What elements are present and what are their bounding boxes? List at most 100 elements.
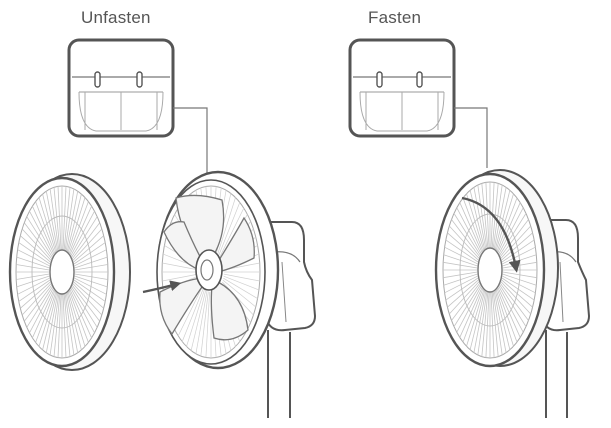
grille-spoke: [447, 232, 480, 262]
grille-spoke: [57, 293, 62, 358]
grille-spoke: [223, 275, 260, 291]
grille-spoke: [477, 184, 488, 249]
grille-spoke: [459, 286, 483, 338]
grille-spoke: [70, 216, 98, 259]
grille-spoke: [451, 282, 481, 321]
grille-spoke: [495, 288, 514, 347]
grille-spoke: [70, 287, 95, 333]
grille-spoke: [223, 273, 260, 282]
fasten-panel: [348, 38, 591, 418]
grille-spoke: [72, 280, 104, 309]
grille-spoke: [500, 232, 533, 262]
grille-spoke: [68, 289, 89, 343]
support-pole-icon: [267, 330, 291, 418]
grille-spoke: [501, 246, 536, 265]
grille-spoke: [453, 213, 482, 257]
fan-hub-icon: [195, 249, 223, 291]
grille-spoke: [495, 193, 514, 252]
grille-spoke: [42, 291, 58, 350]
grille-spoke: [451, 219, 481, 258]
grille-spoke: [67, 197, 86, 254]
front-grille-detached: [8, 173, 131, 371]
grille-spoke: [18, 279, 51, 302]
grille-spoke: [492, 184, 503, 249]
grille-spoke: [473, 187, 487, 250]
grille-spoke: [71, 284, 101, 322]
grille-spoke: [444, 275, 479, 294]
grille-spoke: [181, 288, 204, 342]
grille-spoke: [70, 285, 98, 328]
grille-spoke: [491, 291, 499, 357]
grille-spoke: [447, 278, 480, 308]
grille-spoke: [71, 222, 101, 260]
grille-spoke: [73, 242, 106, 265]
grille-spoke: [64, 188, 75, 251]
grille-spoke: [72, 228, 103, 262]
grille-spoke: [26, 216, 54, 259]
grille-spoke: [205, 291, 210, 358]
push-arrow-icon: [142, 280, 182, 294]
support-pole-icon: [545, 330, 568, 418]
grille-spoke: [73, 279, 106, 302]
grille-spoke: [445, 277, 479, 301]
clip-detail-fastened-icon: [348, 38, 488, 168]
grille-spoke: [494, 289, 511, 350]
grille-spoke: [443, 271, 479, 279]
grille-spoke: [473, 290, 487, 353]
grille-spoke: [38, 197, 57, 254]
grille-spoke: [23, 284, 53, 322]
grille-spoke: [69, 205, 92, 256]
grille-spoke: [493, 290, 507, 353]
grille-spoke: [21, 282, 52, 316]
grille-spoke: [45, 292, 59, 353]
grille-spoke: [218, 202, 241, 256]
grille-spoke: [223, 277, 258, 299]
grille-spoke: [195, 290, 208, 354]
grille-spoke: [16, 264, 51, 271]
grille-spoke: [497, 286, 521, 338]
grille-spoke: [26, 285, 54, 328]
grille-spoke: [200, 291, 209, 357]
grille-spoke: [466, 193, 485, 252]
grille-spoke: [29, 287, 54, 333]
grille-spoke: [494, 190, 511, 251]
grille-spoke: [501, 275, 536, 294]
grille-spoke: [481, 291, 489, 357]
grille-spoke: [38, 290, 57, 347]
grille-spoke: [66, 291, 82, 350]
grille-spoke: [162, 273, 199, 282]
fan-head-open: [142, 170, 317, 418]
rotate-arrow-icon: [461, 196, 521, 273]
grille-spoke: [498, 285, 524, 333]
grille-spoke: [443, 261, 479, 269]
grille-spoke: [449, 280, 480, 315]
grille-spoke: [485, 182, 490, 249]
grille-spoke: [443, 254, 479, 267]
grille-spoke: [497, 202, 521, 254]
grille-spoke: [66, 194, 82, 253]
grille-spoke: [493, 187, 507, 250]
grille-spoke: [62, 186, 67, 251]
grille-spoke: [18, 242, 51, 265]
grille-spoke: [500, 278, 533, 308]
fan-head-assembled: [434, 169, 591, 418]
grille-spoke: [222, 279, 257, 308]
grille-spoke: [53, 293, 61, 357]
grille-spoke: [17, 249, 51, 267]
grille-spoke: [72, 235, 104, 264]
grille-spoke: [177, 286, 203, 337]
grille-spoke: [462, 197, 484, 253]
grille-spoke: [496, 197, 518, 253]
grille-spoke: [449, 225, 480, 260]
grille-spoke: [501, 277, 535, 301]
grille-spoke: [57, 186, 62, 251]
grille-spoke: [501, 271, 537, 279]
grille-spoke: [466, 288, 485, 347]
grille-spoke: [16, 256, 51, 269]
grille-spoke: [500, 225, 531, 260]
unfasten-label: Unfasten: [81, 8, 151, 27]
grille-spoke: [477, 291, 488, 356]
grille-spoke: [35, 289, 56, 343]
grille-spoke: [498, 213, 527, 257]
grille-spoke: [21, 228, 52, 262]
